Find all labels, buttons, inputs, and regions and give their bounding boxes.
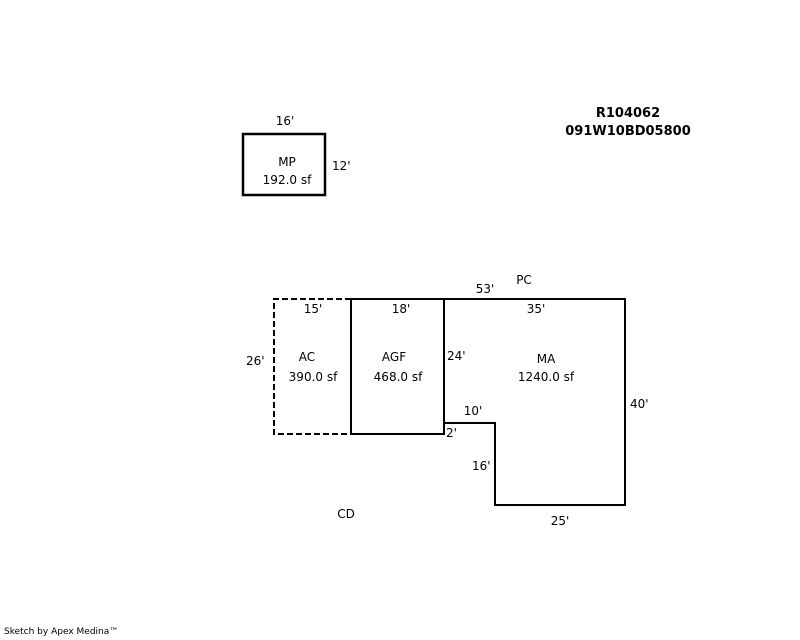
overall-width-label: 53' xyxy=(476,282,495,296)
agf-width-label: 18' xyxy=(392,302,411,316)
ma-area-outline xyxy=(444,298,626,506)
ma-step-label: 2' xyxy=(446,426,457,440)
cd-label: CD xyxy=(337,507,355,521)
mp-width-label: 16' xyxy=(276,114,295,128)
agf-code: AGF xyxy=(382,350,406,364)
agf-area: 468.0 sf xyxy=(374,370,423,384)
ac-area-outline xyxy=(273,298,351,435)
agf-depth-label: 24' xyxy=(447,349,466,363)
mp-depth-label: 12' xyxy=(332,159,351,173)
account-number: R104062 xyxy=(596,106,660,121)
map-tax-lot: 091W10BD05800 xyxy=(565,124,691,139)
pc-label: PC xyxy=(516,273,532,287)
ac-code: AC xyxy=(299,350,315,364)
ma-code: MA xyxy=(537,352,556,366)
sketch-credit: Sketch by Apex Medina™ xyxy=(4,627,119,637)
ma-bottom-label: 25' xyxy=(551,514,570,528)
ma-top-label: 35' xyxy=(527,302,546,316)
mp-code: MP xyxy=(278,155,296,169)
agf-area-outline xyxy=(350,298,445,435)
ac-area: 390.0 sf xyxy=(289,370,338,384)
ma-notch-left-label: 16' xyxy=(472,459,491,473)
ma-notch-top-label: 10' xyxy=(464,404,483,418)
mp-area-outline xyxy=(241,132,327,197)
ac-width-label: 15' xyxy=(304,302,323,316)
ac-depth-label: 26' xyxy=(246,354,265,368)
ma-area: 1240.0 sf xyxy=(518,370,575,384)
ma-right-label: 40' xyxy=(630,397,649,411)
mp-area: 192.0 sf xyxy=(263,173,312,187)
